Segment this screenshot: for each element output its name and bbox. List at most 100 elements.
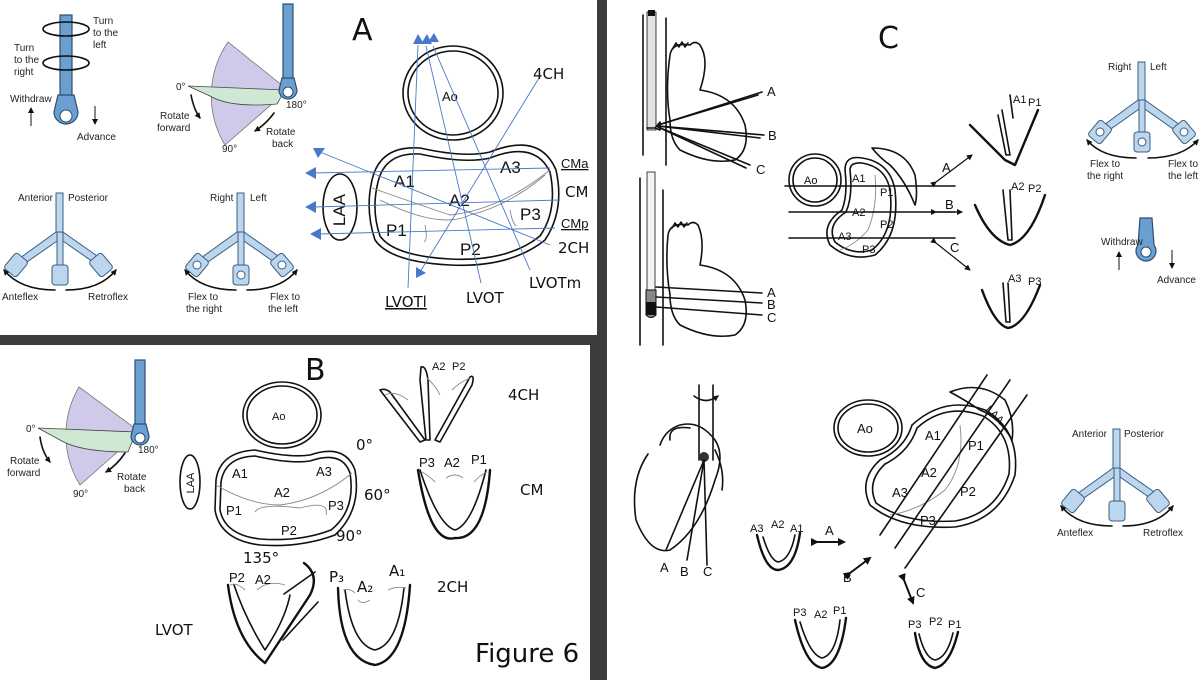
mitral-valve-diagram-a: Ao LAA A1 A2 A3 P1 P2 P3 — [305, 33, 589, 311]
plane-a-arrow-icon — [930, 154, 973, 188]
turn-left-label: Turn — [93, 16, 113, 27]
view-label: A2 — [255, 572, 271, 587]
laa-ellipse — [179, 454, 201, 510]
plane-c-label: C — [916, 585, 925, 600]
rotate-back-arrow-icon — [254, 112, 275, 132]
probe-turn-diagram: Turn to the left Turn to the right Withd… — [10, 14, 118, 143]
flex-probe-icon — [200, 192, 282, 265]
laa-crescent — [871, 147, 918, 206]
probe-heart-side-upper: A B C — [642, 10, 777, 177]
arrowhead-icon — [413, 34, 424, 44]
mitral-valve-diagram-b: Ao LAA A1 A2 A3 P1 P2 P3 0° 60° 90° 135° — [179, 381, 391, 567]
rotate-forward-label: Rotate — [10, 456, 40, 467]
view-label: P3 — [793, 607, 806, 619]
probe-shaft-icon — [646, 11, 657, 131]
rotate-forward-label: Rotate — [160, 111, 190, 122]
flex-probe-icon — [19, 192, 101, 265]
coaptation-line — [371, 169, 551, 216]
anteflex-label: Anteflex — [2, 292, 38, 303]
view-label: P3 — [1028, 276, 1041, 288]
laa-label: LAA — [185, 472, 197, 493]
view-label: A2 — [444, 455, 460, 470]
rotate-back-label: back — [272, 139, 294, 150]
view-label: P₃ — [329, 568, 344, 586]
segment-p1-label: P1 — [968, 438, 984, 453]
panel-c: C A B C — [633, 10, 1199, 670]
anterior-label: Anterior — [18, 193, 54, 204]
turn-right-label: to the — [14, 55, 39, 66]
right-label: Right — [1108, 62, 1132, 73]
probe-heart-front: A B C — [633, 384, 724, 579]
aorta-label: Ao — [857, 421, 873, 436]
plane-c-arrow-icon — [930, 237, 971, 271]
view-4ch-echo: A2 P2 4CH — [379, 361, 539, 443]
flex-left-label: the left — [1168, 171, 1198, 182]
view-2ch-label: 2CH — [558, 239, 589, 257]
view-name-label: CM — [520, 481, 543, 499]
segment-a3-label: A3 — [500, 158, 521, 177]
retroflex-arrow-icon — [65, 269, 117, 291]
flex-right-label: the right — [1087, 171, 1123, 182]
level-a-label: A — [767, 84, 776, 99]
segment-a1-label: A1 — [394, 172, 415, 191]
view-cm-label: CM — [565, 183, 588, 201]
view-cmp-label: CMp — [561, 216, 588, 231]
view-cm-echo: P3 A2 P1 CM — [416, 452, 543, 540]
rotate-forward-arrow-icon — [39, 436, 51, 463]
scan-line-cmp — [317, 227, 556, 235]
flex-left-right-diagram-c: Right Left Flex to the right Flex to the… — [1086, 61, 1199, 182]
flex-right-label: Flex to — [188, 292, 218, 303]
aorta-outer — [402, 45, 504, 141]
rotate-arrow-icon — [693, 395, 719, 402]
echo-view-p3-p2-p1: P3 P2 P1 — [908, 616, 961, 670]
left-label: Left — [1150, 62, 1167, 73]
angle-180-label: 180° — [286, 100, 307, 111]
segment-a3-label: A3 — [838, 231, 851, 243]
view-label: A₁ — [389, 562, 405, 580]
scan-line-lvotm — [432, 45, 531, 271]
angle-90-label: 90° — [73, 489, 88, 500]
withdraw-label: Withdraw — [1101, 237, 1143, 248]
anteflex-retroflex-diagram: Anterior Posterior Anteflex Retroflex — [2, 192, 128, 303]
probe-shaft-icon — [134, 359, 146, 427]
view-label: A1 — [1013, 94, 1026, 106]
segment-p2-label: P2 — [281, 523, 297, 538]
level-a-label: A — [767, 285, 776, 300]
scan-lines — [305, 33, 561, 289]
retroflex-arrow-icon — [1122, 505, 1174, 527]
mitral-annulus-outer — [368, 144, 560, 267]
laa-label: LAA — [330, 193, 349, 226]
laa-crescent — [949, 386, 1014, 441]
plane-b-label: B — [843, 570, 852, 585]
level-b-label: B — [680, 564, 689, 579]
segment-a2-label: A2 — [449, 191, 470, 210]
view-lvot-label: LVOT — [466, 289, 505, 307]
flex-right-arrow-icon — [184, 269, 237, 291]
panel-a-label: A — [352, 13, 373, 48]
scan-line-lvotl — [407, 44, 419, 289]
panel-c-label: C — [878, 21, 899, 56]
rotate-back-arrow-icon — [105, 452, 126, 473]
rotate-forward-label: forward — [7, 468, 40, 479]
anteflex-arrow-icon — [3, 269, 56, 291]
level-c-label: C — [703, 564, 712, 579]
heart-outline — [633, 423, 721, 552]
flex-left-label: Flex to — [270, 292, 300, 303]
rotate-back-label: back — [124, 484, 146, 495]
arrowhead-icon — [310, 228, 321, 240]
right-label: Right — [210, 193, 234, 204]
angle-90-label: 90° — [222, 144, 237, 155]
view-label: P1 — [1028, 97, 1041, 109]
view-label: A3 — [1008, 273, 1021, 285]
view-2ch-echo: P₃ A₂ A₁ 2CH — [329, 562, 468, 667]
view-label: A2 — [814, 609, 827, 621]
rotate-forward-label: forward — [157, 123, 190, 134]
segment-a2-label: A2 — [852, 207, 865, 219]
horizontal-divider — [0, 335, 597, 345]
panel-a: A Turn to the left Turn to the right Wit… — [2, 3, 589, 315]
vertical-divider — [597, 0, 607, 680]
view-cma-label: CMa — [561, 156, 589, 171]
retroflex-label: Retroflex — [1143, 528, 1183, 539]
echo-view-a1-p1: A1 P1 — [968, 94, 1041, 167]
